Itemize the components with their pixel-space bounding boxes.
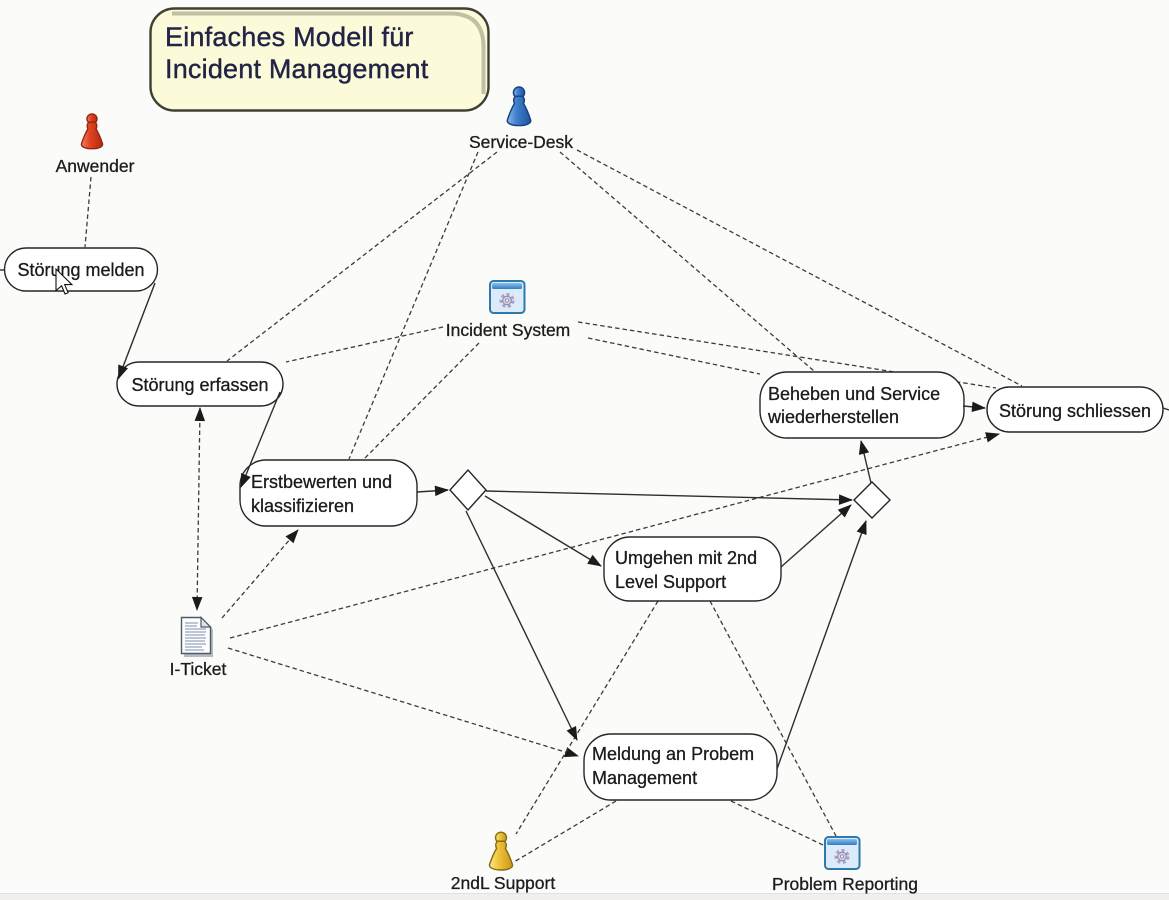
svg-text:Service-Desk: Service-Desk xyxy=(469,132,573,152)
svg-text:Störung melden: Störung melden xyxy=(17,260,144,280)
svg-text:Level Support: Level Support xyxy=(615,572,726,592)
svg-text:Störung erfassen: Störung erfassen xyxy=(131,375,268,395)
svg-text:Meldung an Probem: Meldung an Probem xyxy=(592,744,754,764)
svg-text:Beheben und Service: Beheben und Service xyxy=(768,384,940,404)
svg-text:Problem Reporting: Problem Reporting xyxy=(772,874,918,894)
svg-text:Erstbewerten und: Erstbewerten und xyxy=(251,472,392,492)
svg-text:Einfaches Modell für: Einfaches Modell für xyxy=(165,22,414,52)
svg-text:klassifizieren: klassifizieren xyxy=(251,496,354,516)
svg-text:Incident Management: Incident Management xyxy=(165,54,429,84)
svg-text:Umgehen mit 2nd: Umgehen mit 2nd xyxy=(615,548,757,568)
svg-text:Anwender: Anwender xyxy=(56,156,135,176)
svg-text:I-Ticket: I-Ticket xyxy=(170,659,227,679)
svg-text:2ndL Support: 2ndL Support xyxy=(451,873,556,893)
svg-text:Incident System: Incident System xyxy=(446,320,571,340)
svg-text:Störung schliessen: Störung schliessen xyxy=(999,401,1151,421)
svg-text:Management: Management xyxy=(592,768,697,788)
svg-text:wiederherstellen: wiederherstellen xyxy=(767,407,899,427)
